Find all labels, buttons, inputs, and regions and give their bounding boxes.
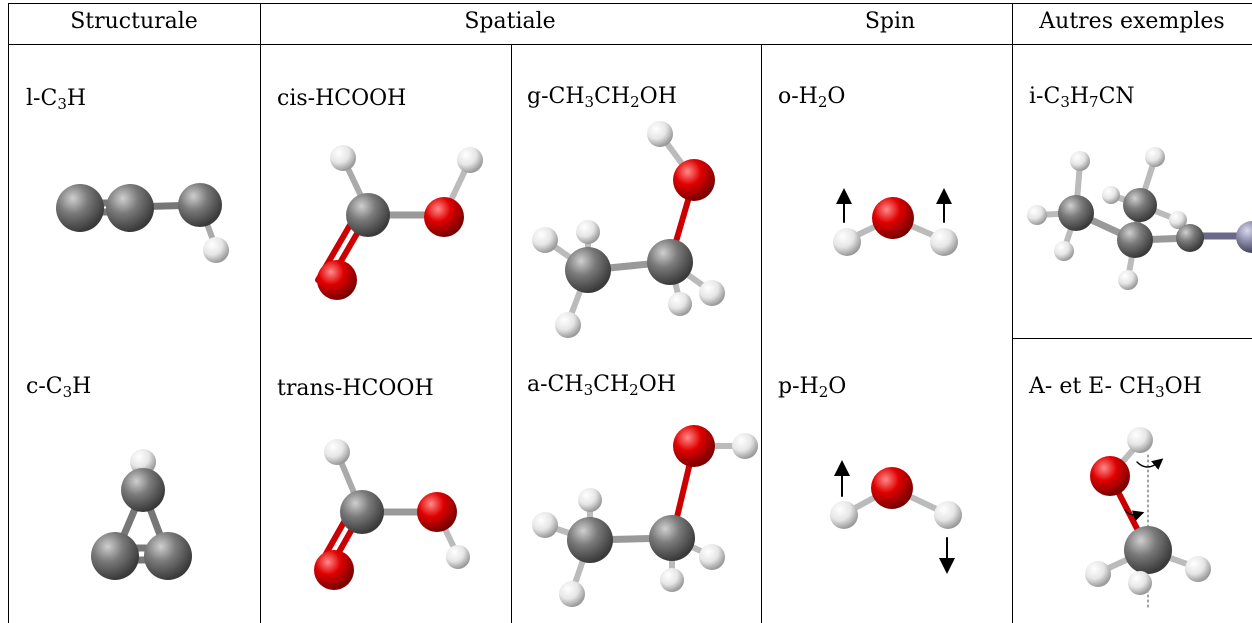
l-c3h-molecule	[56, 183, 229, 263]
a-ethanol-molecule	[532, 425, 758, 607]
label-p-h2o: p-H2O	[778, 374, 847, 401]
header-spatiale: Spatiale	[464, 9, 556, 34]
c-c3h-molecule	[91, 449, 192, 580]
col-line-3	[761, 44, 763, 623]
label-l-c3h: l-C3H	[26, 86, 87, 113]
table-top-rule	[8, 3, 1252, 5]
label-a-ethanol: a-CH3CH2OH	[527, 372, 676, 399]
col-line-1	[260, 3, 262, 623]
p-h2o-molecule	[830, 460, 962, 574]
autres-split-rule	[1012, 338, 1252, 340]
o-h2o-molecule	[833, 188, 958, 256]
label-i-c3h7cn: i-C3H7CN	[1029, 84, 1135, 111]
header-rule	[8, 44, 1252, 46]
ch3oh-molecule	[1085, 427, 1211, 611]
label-cis-hcooh: cis-HCOOH	[277, 86, 407, 111]
header-spin: Spin	[864, 9, 916, 34]
label-c-c3h: c-C3H	[26, 374, 92, 401]
label-g-ethanol: g-CH3CH2OH	[527, 84, 677, 111]
label-ae-ch3oh: A- et E- CH3OH	[1029, 374, 1202, 401]
col-line-2	[511, 44, 513, 623]
label-o-h2o: o-H2O	[778, 84, 846, 111]
rotation-arrow-icon	[1136, 458, 1164, 470]
col-line-left	[8, 3, 10, 623]
label-trans-hcooh: trans-HCOOH	[277, 376, 434, 401]
g-ethanol-molecule	[532, 121, 725, 338]
header-structurale: Structurale	[70, 9, 198, 34]
cis-hcooh-molecule	[315, 145, 483, 300]
header-autres: Autres exemples	[1039, 9, 1225, 34]
col-line-4	[1012, 3, 1014, 623]
trans-hcooh-molecule	[314, 439, 470, 590]
i-c3h7cn-molecule	[1027, 147, 1252, 290]
rotation-arrow-icon	[1124, 509, 1145, 522]
